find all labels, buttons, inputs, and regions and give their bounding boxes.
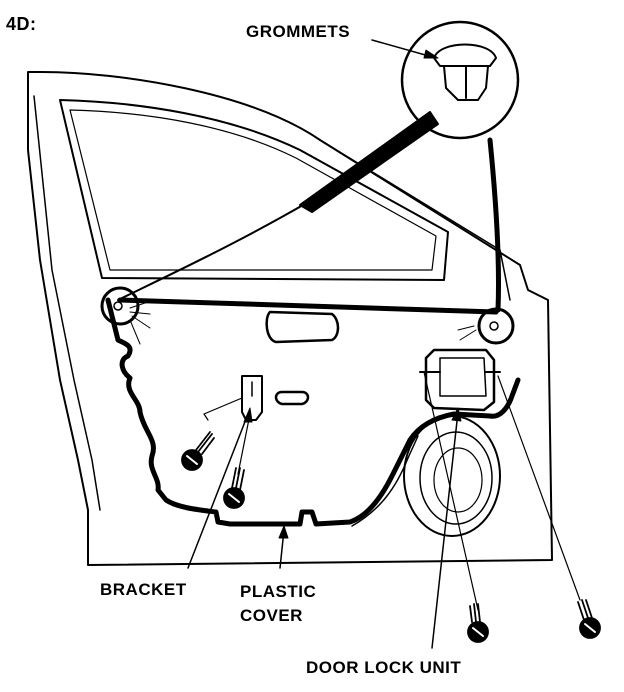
plastic-cover-label-line1: PLASTIC — [240, 582, 317, 601]
plastic-cover-inner-edge — [351, 435, 419, 527]
view-label: 4D: — [6, 14, 37, 34]
panel-top-line — [117, 297, 499, 315]
grommet-hole-right-center — [489, 321, 499, 331]
door-lock-unit-leader — [431, 411, 459, 649]
speaker-inner — [433, 447, 483, 513]
door-frame-inner-edge — [33, 95, 101, 511]
screw-leader-left-2 — [237, 413, 251, 475]
bracket-leader — [187, 413, 249, 569]
screw-icon — [467, 603, 489, 643]
plastic-cover-label-line2: COVER — [240, 606, 303, 625]
screw-icon — [577, 599, 601, 639]
grommet-hole-left — [100, 286, 140, 326]
screw-icon — [181, 431, 215, 471]
grommet-hole-left-center — [113, 301, 123, 311]
speaker-mid — [419, 431, 493, 525]
screw-icon — [223, 467, 245, 509]
door-lock-unit-face — [439, 357, 487, 397]
bracket-label: BRACKET — [100, 580, 187, 599]
window-glass — [59, 99, 449, 281]
bracket-arrowhead — [243, 407, 253, 423]
screw-leader-bottom-2 — [497, 375, 581, 601]
handle-cutout — [265, 310, 340, 344]
hatch-right — [457, 325, 477, 341]
door-frame-outer — [27, 71, 553, 566]
lock-knob-slot — [274, 390, 310, 406]
hatch-left — [129, 301, 151, 345]
door-lock-unit-arrowhead — [451, 407, 462, 422]
screw-leader-bottom-1 — [423, 371, 479, 611]
door-lock-unit-label: DOOR LOCK UNIT — [306, 658, 462, 677]
plastic-cover-arrowhead — [278, 525, 289, 539]
grommet-callout-leader-right — [487, 137, 502, 313]
speaker-outer — [403, 415, 501, 537]
bracket-part — [241, 375, 263, 421]
screw-leader-left-1 — [203, 397, 243, 421]
grommet-icon — [433, 43, 497, 101]
grommet-magnifier — [400, 20, 520, 140]
window-run-channel — [319, 139, 511, 301]
grommets-arrowhead — [423, 49, 439, 59]
window-glass-inner — [69, 109, 437, 271]
grommet-callout-wedge — [299, 111, 439, 213]
grommets-label: GROMMETS — [246, 22, 351, 41]
